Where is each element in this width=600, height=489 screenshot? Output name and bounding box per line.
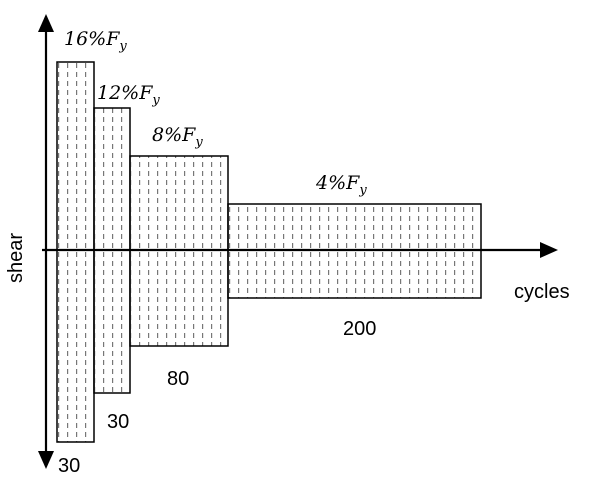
load-label-16: 16%Fy	[64, 28, 127, 54]
y-axis-label: shear	[5, 233, 27, 283]
cycle-label-8: 80	[167, 368, 189, 390]
load-label-12: 12%Fy	[97, 82, 160, 108]
x-axis-arrowhead	[540, 242, 558, 258]
load-label-8: 8%Fy	[152, 124, 203, 150]
load-label-4: 4%Fy	[315, 172, 367, 198]
cycle-label-16: 30	[58, 455, 80, 477]
cycle-label-4: 200	[343, 318, 376, 340]
load-block-16	[56, 61, 95, 443]
x-axis	[42, 242, 558, 258]
y-axis-arrowhead-down	[38, 451, 54, 469]
x-axis-label: cycles	[514, 281, 570, 303]
y-axis-arrowhead-up	[38, 14, 54, 32]
cycle-label-12: 30	[107, 411, 129, 433]
y-axis	[38, 14, 54, 469]
